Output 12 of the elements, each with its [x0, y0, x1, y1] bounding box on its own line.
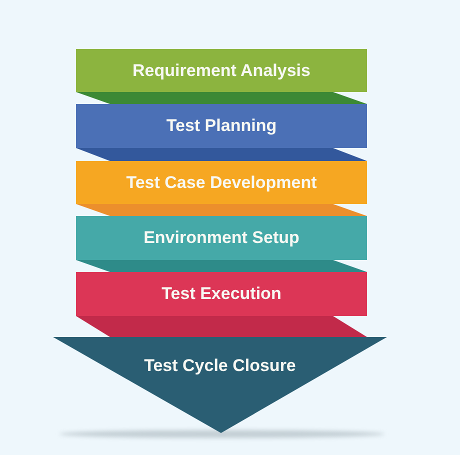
stage-label: Test Cycle Closure	[144, 356, 296, 376]
stage-band	[76, 161, 367, 204]
stage-band	[76, 49, 367, 92]
stage-label: Test Case Development	[126, 172, 317, 192]
stage-band	[76, 104, 367, 148]
stage-label: Environment Setup	[144, 228, 300, 248]
stage-label: Requirement Analysis	[132, 60, 310, 80]
stage-band	[76, 216, 367, 260]
stage-triangle	[53, 337, 387, 433]
stage-label: Test Planning	[166, 116, 277, 136]
stage-label: Test Execution	[162, 284, 282, 304]
stage-band	[76, 272, 367, 316]
